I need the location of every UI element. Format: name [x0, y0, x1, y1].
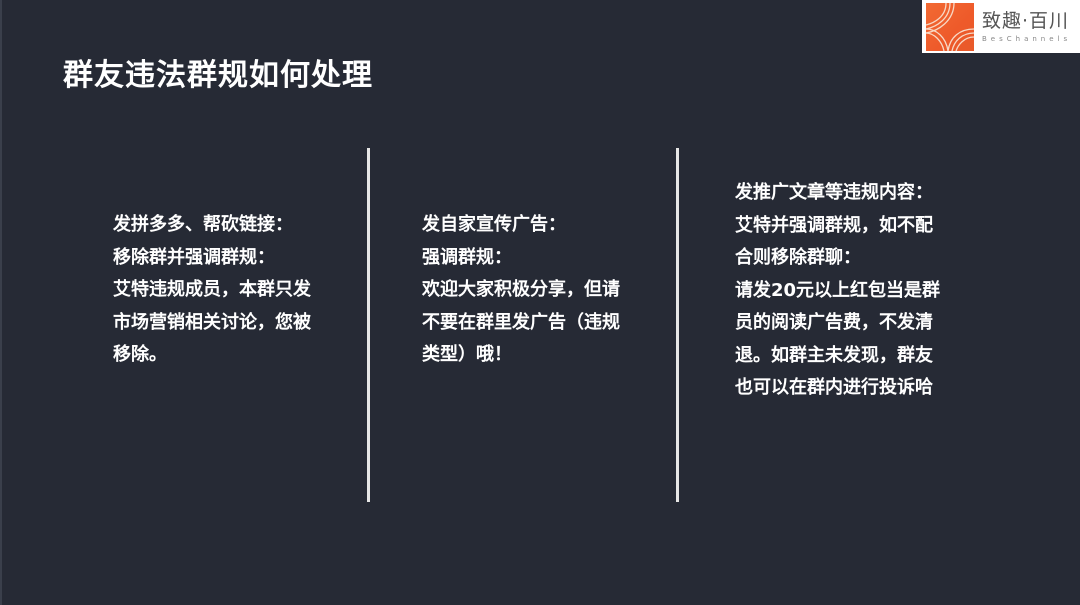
column-line: 欢迎大家积极分享，但请	[422, 279, 620, 300]
logo-name-en: BesChannels	[982, 34, 1072, 43]
column-line: 市场营销相关讨论，您被	[113, 311, 311, 333]
column-line: 艾特违规成员，本群只发	[113, 279, 311, 300]
rule-column-shopping-links: 发拼多多、帮砍链接： 移除群并强调群规： 艾特违规成员，本群只发 市场营销相关讨…	[113, 209, 311, 372]
column-divider-1	[367, 148, 370, 502]
column-line: 请发20元以上红包当是群	[735, 279, 941, 301]
slide-left-edge	[0, 0, 2, 605]
column-line: 合则移除群聊：	[735, 247, 861, 268]
column-line: 退。如群主未发现，群友	[735, 344, 933, 366]
column-line: 员的阅读广告费，不发清	[735, 312, 933, 333]
column-heading: 发拼多多、帮砍链接：	[113, 214, 293, 235]
column-divider-2	[676, 148, 679, 502]
rule-column-promo-articles: 发推广文章等违规内容： 艾特并强调群规，如不配 合则移除群聊： 请发20元以上红…	[735, 177, 940, 405]
column-heading: 发自家宣传广告：	[422, 214, 566, 235]
column-line: 移除群并强调群规：	[113, 246, 275, 268]
rule-column-self-promotion: 发自家宣传广告： 强调群规： 欢迎大家积极分享，但请 不要在群里发广告（违规 类…	[422, 209, 620, 372]
column-line: 移除。	[113, 344, 167, 365]
slide-title: 群友违法群规如何处理	[63, 58, 373, 93]
column-line: 类型）哦！	[422, 344, 512, 365]
column-line: 艾特并强调群规，如不配	[735, 214, 933, 236]
column-line: 不要在群里发广告（违规	[422, 311, 620, 333]
column-line: 强调群规：	[422, 246, 512, 268]
column-heading: 发推广文章等违规内容：	[735, 182, 933, 203]
brand-logo: 致趣·百川 BesChannels	[922, 0, 1080, 53]
logo-name-cn: 致趣·百川	[982, 9, 1070, 32]
beschannels-logo-icon	[926, 2, 974, 51]
column-line: 也可以在群内进行投诉哈	[735, 377, 933, 398]
